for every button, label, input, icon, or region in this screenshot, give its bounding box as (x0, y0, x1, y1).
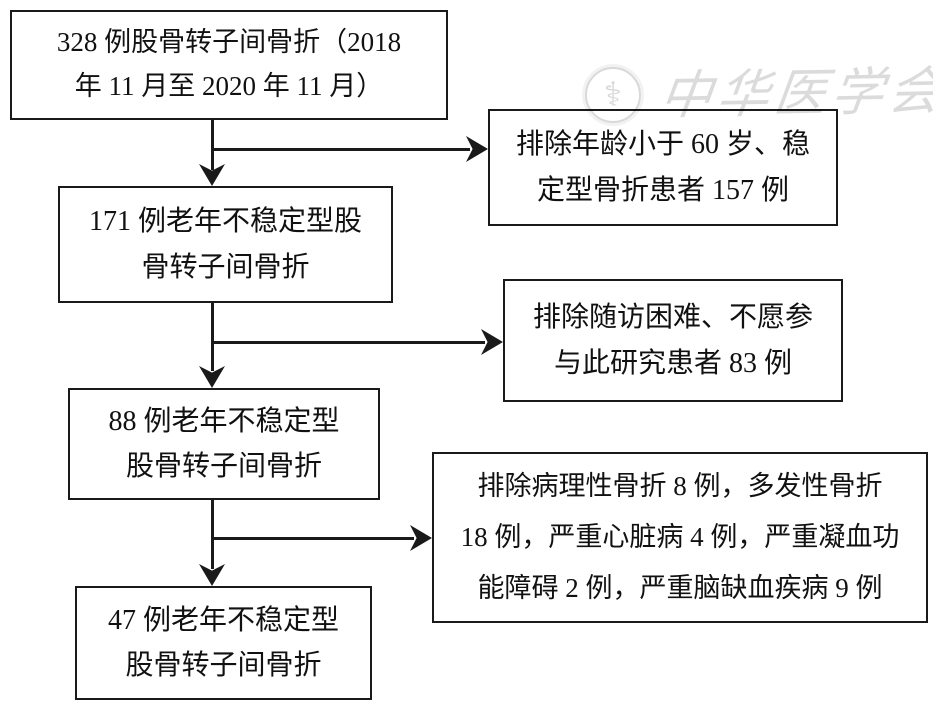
flow-box-text-line: 排除随访困难、不愿参 (532, 302, 813, 334)
flow-box-text-line: 47 例老年不稳定型 (107, 604, 339, 636)
flow-box-text-line: 年 11 月至 2020 年 11 月） (74, 71, 384, 101)
flow-box-exclusion-comorbidity: 排除病理性骨折 8 例，多发性骨折 18 例，严重心脏病 4 例，严重凝血功 能… (432, 452, 928, 623)
connector-line-down-1 (211, 120, 214, 170)
flow-box-cohort-171: 171 例老年不稳定型股 骨转子间骨折 (58, 186, 393, 303)
flow-box-text-line: 18 例，严重心脏病 4 例，严重凝血功 (460, 521, 900, 552)
flow-box-text-line: 能障碍 2 例，严重脑缺血疾病 9 例 (477, 573, 883, 604)
flow-box-exclusion-age-stable: 排除年龄小于 60 岁、稳 定型骨折患者 157 例 (488, 109, 838, 226)
connector-line-right-2 (212, 341, 485, 344)
flow-box-text-line: 排除年龄小于 60 岁、稳 (515, 129, 810, 161)
connector-line-down-3 (211, 500, 214, 569)
flow-box-text-line: 171 例老年不稳定型股 (88, 206, 362, 238)
connector-line-right-1 (212, 148, 470, 151)
flow-box-initial-cohort: 328 例股骨转子间骨折（2018 年 11 月至 2020 年 11 月） (10, 10, 448, 120)
flow-box-text-line: 股骨转子间骨折 (125, 451, 322, 482)
flow-box-text-line: 与此研究患者 83 例 (553, 347, 792, 379)
connector-line-right-3 (212, 537, 414, 540)
flow-box-text-line: 定型骨折患者 157 例 (536, 174, 789, 206)
flow-box-cohort-47: 47 例老年不稳定型 股骨转子间骨折 (75, 586, 372, 700)
connector-line-down-2 (211, 303, 214, 371)
flow-box-text-line: 骨转子间骨折 (141, 251, 310, 283)
flow-box-text-line: 排除病理性骨折 8 例，多发性骨折 (477, 470, 883, 501)
flow-box-exclusion-followup: 排除随访困难、不愿参 与此研究患者 83 例 (503, 279, 843, 402)
flow-box-text-line: 328 例股骨转子间骨折（2018 (56, 27, 402, 58)
flow-box-text-line: 股骨转子间骨折 (125, 650, 322, 681)
flow-box-text-line: 88 例老年不稳定型 (108, 405, 340, 437)
flow-box-cohort-88: 88 例老年不稳定型 股骨转子间骨折 (68, 388, 380, 500)
